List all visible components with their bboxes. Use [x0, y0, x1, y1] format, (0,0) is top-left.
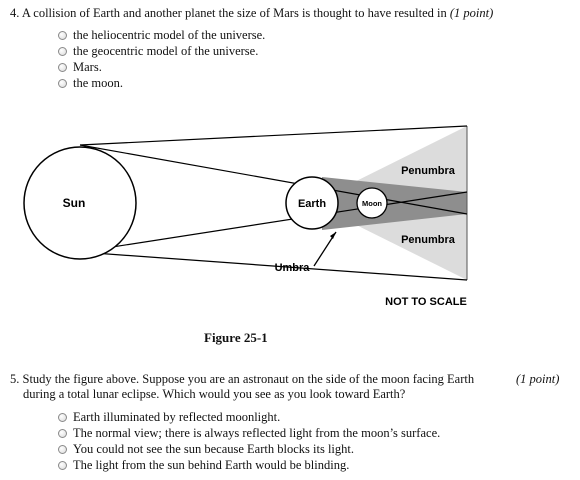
- radio-button[interactable]: [58, 460, 67, 470]
- figure-caption: Figure 25-1: [204, 330, 268, 345]
- question-5-option-2[interactable]: The normal view; there is always reflect…: [58, 425, 440, 441]
- radio-button[interactable]: [58, 412, 67, 422]
- penumbra-bottom-label: Penumbra: [401, 234, 456, 246]
- inner-ray-bottom: [79, 191, 468, 253]
- question-5-number: 5.: [10, 372, 20, 386]
- outer-ray-top: [79, 125, 468, 146]
- question-4-option-4[interactable]: the moon.: [58, 75, 265, 91]
- option-label: the moon.: [73, 75, 123, 90]
- question-4-option-3[interactable]: Mars.: [58, 59, 265, 75]
- umbra-arrow-head: [330, 232, 336, 239]
- question-5-option-3[interactable]: You could not see the sun because Earth …: [58, 441, 440, 457]
- question-4-number: 4.: [10, 6, 20, 20]
- earth-shape: [285, 176, 339, 230]
- question-4: 4. A collision of Earth and another plan…: [10, 6, 570, 21]
- moon-shape: [356, 187, 388, 219]
- radio-button[interactable]: [58, 62, 67, 72]
- option-label: Mars.: [73, 59, 102, 74]
- earth-label: Earth: [298, 198, 326, 210]
- question-5-option-1[interactable]: Earth illuminated by reflected moonlight…: [58, 409, 440, 425]
- option-label: You could not see the sun because Earth …: [73, 441, 354, 456]
- umbra-label: Umbra: [275, 262, 311, 274]
- radio-button[interactable]: [58, 46, 67, 56]
- question-4-text: A collision of Earth and another planet …: [21, 6, 447, 20]
- question-5-text-line-2: during a total lunar eclipse. Which woul…: [23, 387, 406, 401]
- question-5: 5. Study the figure above. Suppose you a…: [10, 372, 520, 402]
- sun-shape: [23, 146, 137, 260]
- option-label: Earth illuminated by reflected moonlight…: [73, 409, 281, 424]
- question-4-options: the heliocentric model of the universe. …: [58, 27, 265, 91]
- not-to-scale-label: NOT TO SCALE: [385, 296, 467, 308]
- question-4-option-2[interactable]: the geocentric model of the universe.: [58, 43, 265, 59]
- question-5-options: Earth illuminated by reflected moonlight…: [58, 409, 440, 473]
- question-5-text-line-1: Study the figure above. Suppose you are …: [22, 372, 475, 386]
- moon-label: Moon: [362, 199, 382, 208]
- option-label: The light from the sun behind Earth woul…: [73, 457, 350, 472]
- question-4-option-1[interactable]: the heliocentric model of the universe.: [58, 27, 265, 43]
- question-4-points: (1 point): [449, 6, 494, 20]
- option-label: the geocentric model of the universe.: [73, 43, 259, 58]
- sun-label: Sun: [63, 196, 86, 210]
- penumbra-top-label: Penumbra: [401, 165, 456, 177]
- radio-button[interactable]: [58, 78, 67, 88]
- radio-button[interactable]: [58, 428, 67, 438]
- option-label: the heliocentric model of the universe.: [73, 27, 266, 42]
- eclipse-figure: Sun Earth Moon Penumbra Penumbra Umbra N…: [23, 125, 468, 308]
- option-label: The normal view; there is always reflect…: [73, 425, 441, 440]
- radio-button[interactable]: [58, 30, 67, 40]
- outer-ray-bottom: [79, 251, 468, 281]
- question-5-points: (1 point): [516, 372, 560, 386]
- question-5-option-4[interactable]: The light from the sun behind Earth woul…: [58, 457, 440, 473]
- radio-button[interactable]: [58, 444, 67, 454]
